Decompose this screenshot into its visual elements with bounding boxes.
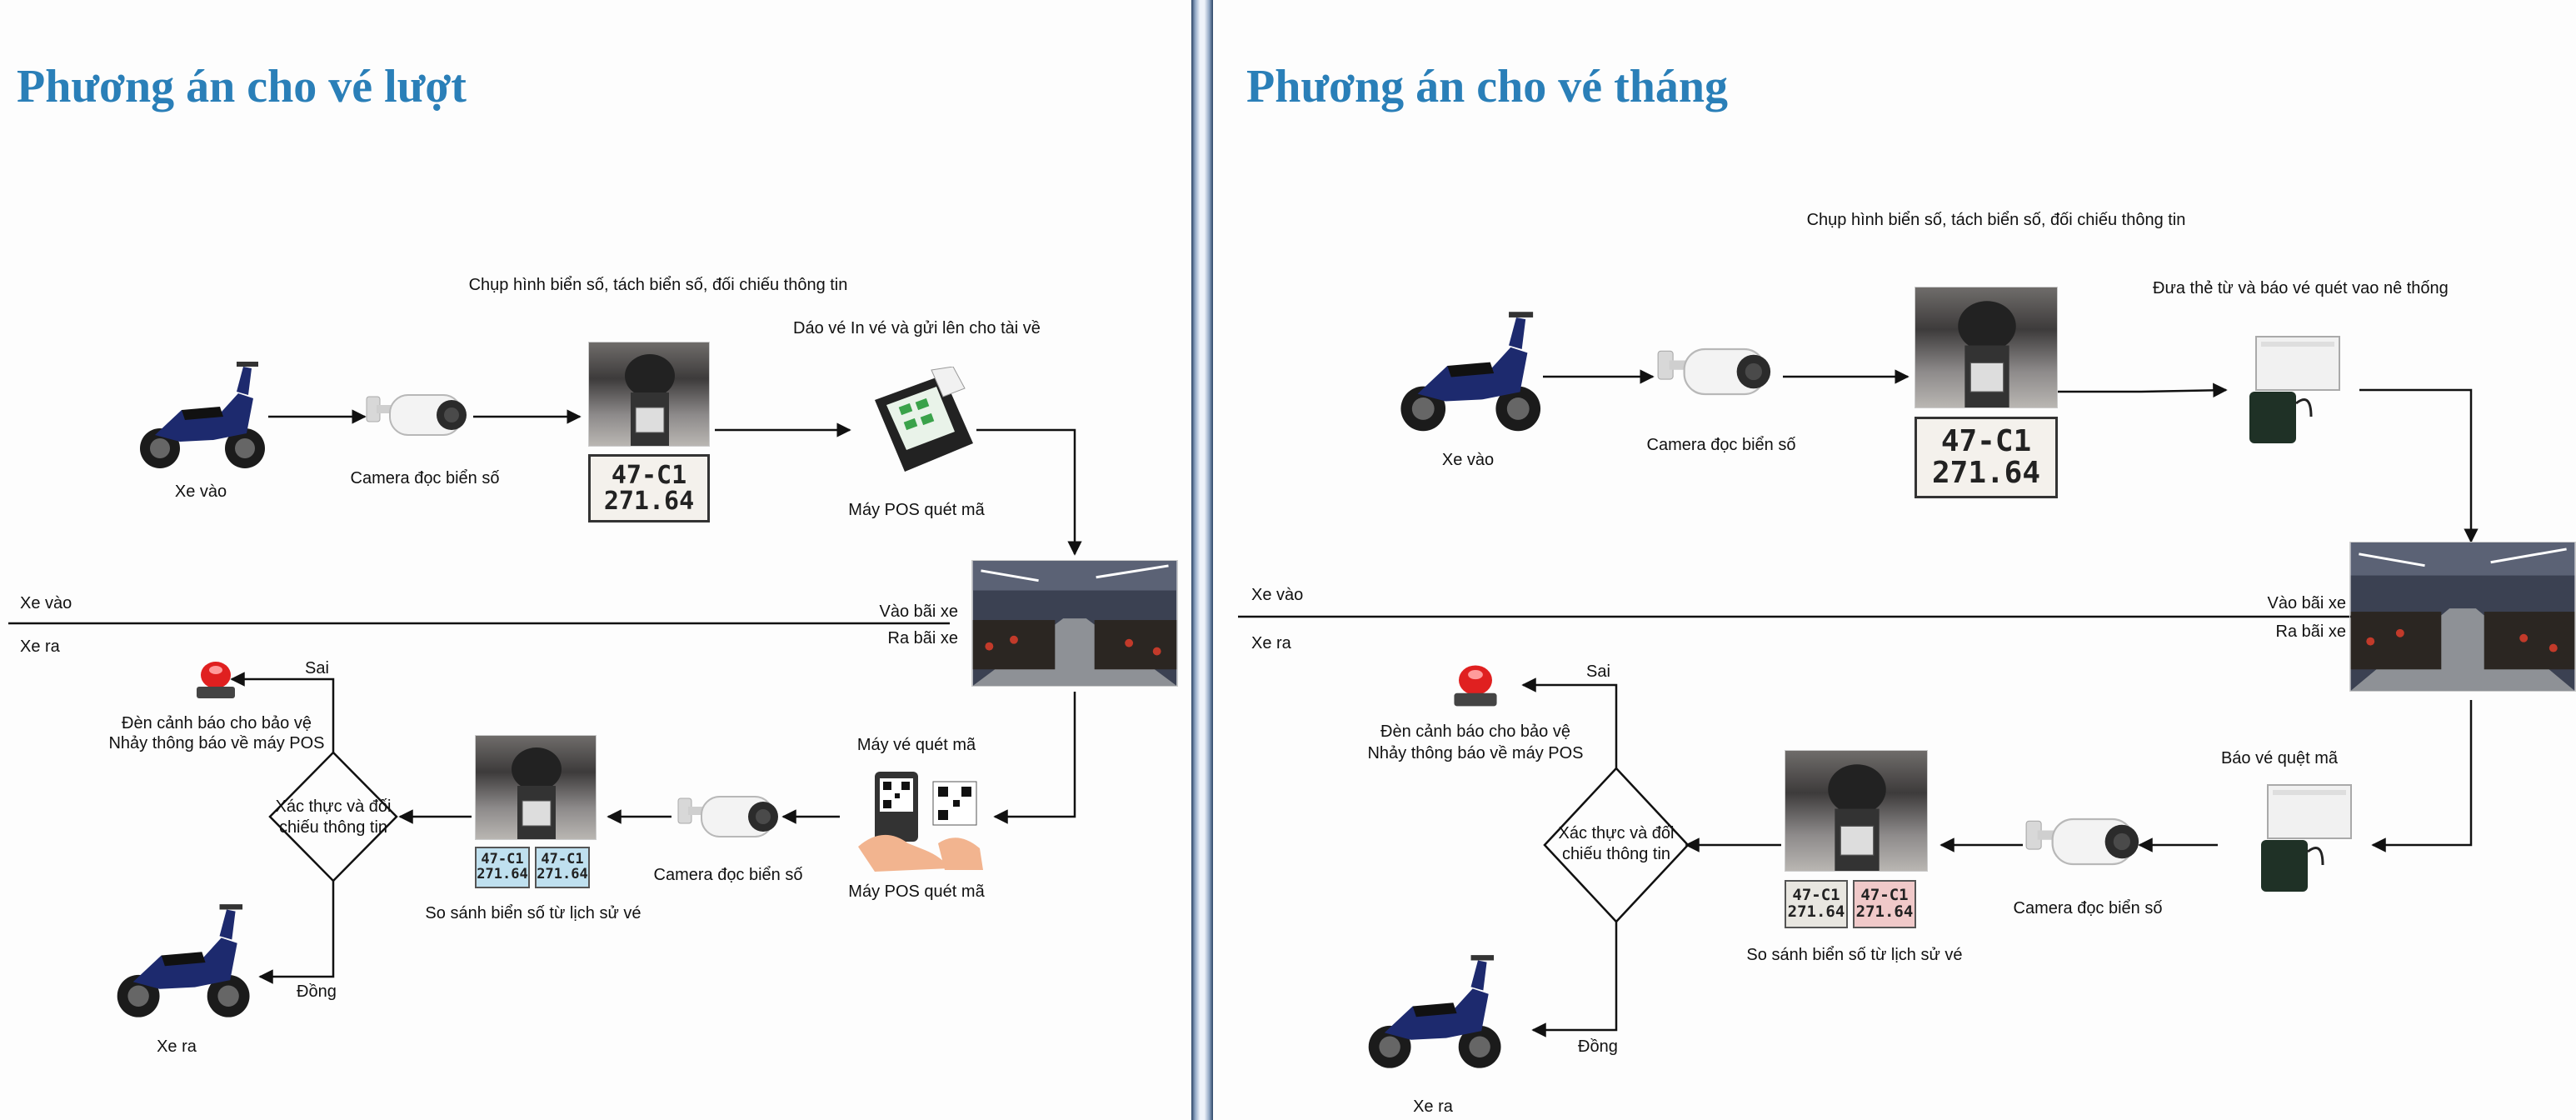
sai-label: Sai <box>305 659 329 678</box>
dong-label: Đồng <box>1578 1038 1618 1056</box>
vao-bai-xe-label: Vào bãi xe <box>2267 594 2346 612</box>
xe-vao-caption: Xe vào <box>1441 451 1495 469</box>
alarm-caption-2: Nhảy thông báo về máy POS <box>1367 744 1584 762</box>
arrow-card-to-parking <box>2359 388 2479 543</box>
xe-ra-caption: Xe ra <box>157 1038 197 1056</box>
motorbike-icon <box>117 904 250 1018</box>
xe-vao-caption: Xe vào <box>174 482 227 501</box>
ra-bai-xe-label: Ra bãi xe <box>2275 622 2347 641</box>
lane-xe-ra: Xe ra <box>20 638 60 656</box>
compare-caption: So sánh biển số từ lịch sử vé <box>425 904 642 922</box>
arrow-pos-to-parking <box>976 428 1082 556</box>
compare-photo <box>1785 750 1928 872</box>
motorbike-rear-icon <box>512 748 562 839</box>
step-capture-label: Chụp hình biển số, tách biển số, đối chi… <box>468 276 848 294</box>
arrow-decision-dong <box>1531 922 1618 1038</box>
arrow-decision-dong <box>258 881 335 984</box>
cctv-camera-icon <box>2025 818 2139 866</box>
camera-out-caption: Camera đọc biển số <box>2013 899 2163 918</box>
left-flow-diagram <box>8 409 1082 984</box>
cctv-camera-icon <box>677 796 778 838</box>
alarm-caption-1: Đèn cảnh báo cho bảo vệ <box>122 714 312 732</box>
license-plate-photo <box>1915 287 2058 408</box>
right-title: Phương án cho vé tháng <box>1246 61 1729 112</box>
plate-line-2: 271.64 <box>1931 456 2041 490</box>
decision-label: Xác thực và đối chiếu thông tin <box>1558 824 1675 863</box>
motorbike-icon <box>140 362 265 468</box>
arrow-decision-sai <box>1521 678 1618 768</box>
step-capture-label: Chụp hình biển số, tách biển số, đối chi… <box>1806 211 2186 229</box>
panel-divider <box>1191 0 1213 1120</box>
motorbike-icon <box>1400 312 1541 432</box>
qr-scan-icon <box>858 772 983 872</box>
cctv-camera-icon <box>366 394 467 436</box>
plate-line-1: 47-C1 <box>611 460 687 490</box>
xe-ra-caption: Xe ra <box>1413 1098 1453 1116</box>
plate-line-1: 47-C1 <box>1940 424 2032 459</box>
lane-xe-vao: Xe vào <box>1251 586 1304 604</box>
parking-lot-photo <box>971 560 1178 687</box>
decision-label: Xác thực và đối chiếu thông tin <box>275 798 392 837</box>
left-title: Phương án cho vé lượt <box>17 61 467 112</box>
license-plate-crop: 47-C1 271.64 <box>588 454 710 522</box>
vao-bai-xe-label: Vào bãi xe <box>879 602 958 621</box>
lane-xe-ra: Xe ra <box>1251 634 1291 652</box>
motorbike-rear-icon <box>625 354 675 446</box>
cctv-camera-icon <box>1657 348 1771 396</box>
dong-label: Đồng <box>297 982 337 1001</box>
bao-ve-quet-ma-label: Báo vé quệt mã <box>2220 749 2339 768</box>
arrow-parking-to-pos-out <box>993 692 1076 824</box>
compare-caption: So sánh biển số từ lịch sử vé <box>1746 946 1963 964</box>
plate-line-2: 271.64 <box>603 487 695 516</box>
motorbike-rear-icon <box>1958 301 2016 408</box>
left-panel: Phương án cho vé lượt Xe <box>0 0 1191 1120</box>
arrow-parking-to-card-out <box>2371 700 2473 852</box>
step-card-label: Đưa thẻ từ và báo vé quét vao nê thống <box>2153 279 2449 298</box>
sai-label: Sai <box>1586 662 1610 681</box>
alarm-caption-1: Đèn cảnh báo cho bảo vệ <box>1380 722 1570 741</box>
parking-lot-photo <box>2349 542 2576 692</box>
card-reader-icon <box>2249 336 2340 443</box>
arrow-decision-sai <box>230 672 335 752</box>
card-reader-icon <box>2261 784 2352 892</box>
pos-out-caption: Máy POS quét mã <box>848 882 985 901</box>
motorbike-icon <box>1368 955 1501 1068</box>
may-ve-quet-ma-label: Máy vé quét mã <box>856 736 976 754</box>
right-flow-diagram <box>1238 369 2479 1038</box>
camera-in-caption: Camera đọc biển số <box>350 469 500 488</box>
camera-out-caption: Camera đọc biển số <box>653 866 803 884</box>
arrow-photo-to-card <box>2058 382 2228 398</box>
step-print-label: Dáo vé In vé và gửi lên cho tài về <box>793 319 1041 338</box>
ra-bai-xe-label: Ra bãi xe <box>887 629 959 648</box>
right-panel: Phương án cho vé tháng X <box>1213 0 2576 1120</box>
alarm-light-icon <box>197 662 235 698</box>
lane-xe-vao: Xe vào <box>20 594 72 612</box>
pos-in-caption: Máy POS quét mã <box>848 501 985 519</box>
motorbike-rear-icon <box>1828 764 1886 871</box>
pos-terminal-icon <box>875 367 973 472</box>
license-plate-photo <box>588 342 710 447</box>
camera-in-caption: Camera đọc biển số <box>1646 436 1796 454</box>
alarm-light-icon <box>1454 665 1497 707</box>
license-plate-crop: 47-C1 271.64 <box>1915 417 2058 498</box>
compare-photo <box>475 735 597 840</box>
alarm-caption-2: Nhảy thông báo về máy POS <box>108 734 325 752</box>
